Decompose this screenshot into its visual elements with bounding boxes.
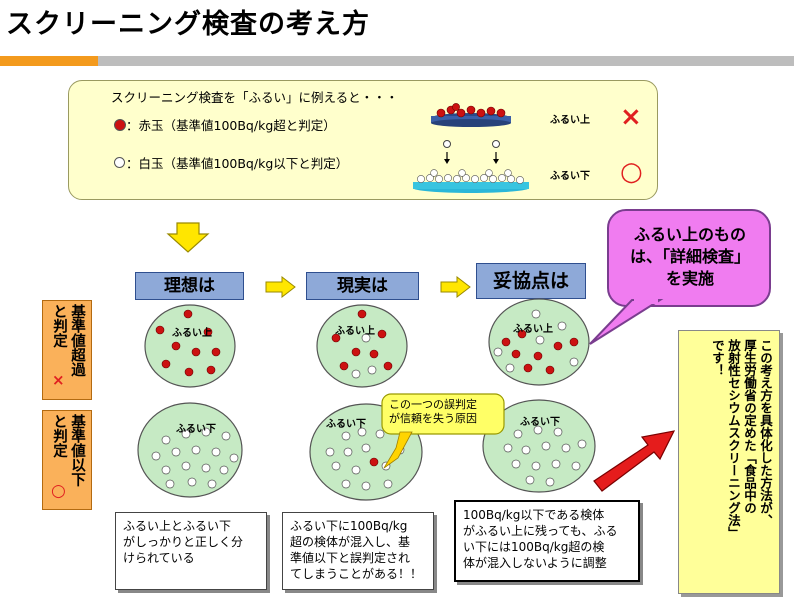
misjudgment-callout: この一つの誤判定 が信頼を失う原因 bbox=[389, 398, 477, 426]
side-label-over-limit-suffix: と判定 bbox=[51, 304, 67, 348]
title-rule bbox=[98, 56, 794, 66]
note-line: がしっかりと正しく分 bbox=[123, 535, 244, 549]
note-line: 100Bq/kg以下である検体 bbox=[463, 508, 605, 522]
circle-mark-icon: ○ bbox=[620, 157, 643, 187]
side-label-over-limit: 基準値超過 と判定 × bbox=[42, 300, 92, 400]
note-line: ふるい下に100Bq/kg bbox=[290, 519, 408, 533]
column-header-ideal: 理想は bbox=[135, 272, 244, 300]
note-line: けられている bbox=[123, 551, 195, 565]
right-arrow-icon bbox=[440, 276, 471, 298]
note-line: 体が混入しないように調整 bbox=[463, 556, 607, 570]
title-accent-bar bbox=[0, 56, 98, 66]
detailed-inspection-callout-shape bbox=[589, 209, 771, 345]
analogy-heading: スクリーニング検査を「ふるい」に例えると・・・ bbox=[111, 90, 399, 105]
circle-mark-icon: ○ bbox=[51, 481, 66, 501]
screening-method-text: この考え方を具体化した方法が、 厚生労働省の定めた「食品中の 放射性セシウムスク… bbox=[709, 339, 773, 539]
red-arrow-icon bbox=[593, 430, 676, 492]
screening-method-line: 厚生労働省の定めた「食品中の bbox=[742, 339, 757, 514]
screening-method-line: 放射性セシウムスクリーニング法」 bbox=[726, 339, 741, 539]
sieve-illustration bbox=[413, 103, 529, 193]
column-header-compromise: 妥協点は bbox=[476, 263, 586, 299]
circle-label-above: ふるい上 bbox=[513, 324, 553, 335]
callout-line: を実施 bbox=[665, 269, 714, 288]
screening-method-line: この考え方を具体化した方法が、 bbox=[758, 339, 773, 527]
side-label-under-limit-suffix: と判定 bbox=[51, 414, 67, 458]
detailed-inspection-callout: ふるい上のもの は、「詳細検査」 を実施 bbox=[615, 224, 765, 290]
note-compromise: 100Bq/kg以下である検体 がふるい上に残っても、ふる い下には100Bq/… bbox=[454, 500, 640, 582]
circle-label-above: ふるい上 bbox=[172, 328, 212, 339]
column-header-reality: 現実は bbox=[306, 272, 419, 300]
screening-method-box: この考え方を具体化した方法が、 厚生労働省の定めた「食品中の 放射性セシウムスク… bbox=[678, 330, 780, 594]
cross-mark-icon: × bbox=[620, 102, 642, 132]
cross-mark-icon: × bbox=[52, 371, 65, 389]
note-reality: ふるい下に100Bq/kg 超の検体が混入し、基 準値以下と誤判定され てしまう… bbox=[282, 512, 434, 590]
misjudgment-callout-line: この一つの誤判定 bbox=[389, 398, 477, 411]
side-label-under-limit-text: 基準値以下 bbox=[69, 414, 85, 487]
red-ball-legend: ：赤玉（基準値100Bq/kg超と判定） bbox=[126, 118, 336, 133]
right-arrow-icon bbox=[265, 276, 296, 298]
circle-label-above: ふるい上 bbox=[335, 326, 375, 337]
circle-label-below: ふるい下 bbox=[326, 419, 366, 430]
note-line: ふるい上とふるい下 bbox=[123, 519, 232, 533]
screening-method-line: です！ bbox=[710, 339, 725, 377]
sieve-above-label: ふるい上 bbox=[550, 115, 590, 126]
note-line: がふるい上に残っても、ふる bbox=[463, 524, 618, 538]
sieve-below-label: ふるい下 bbox=[550, 171, 590, 182]
misjudgment-callout-shape bbox=[381, 393, 505, 469]
note-line: 準値以下と誤判定され bbox=[290, 551, 411, 565]
red-ball-icon bbox=[114, 119, 126, 131]
callout-line: は、「詳細検査」 bbox=[629, 247, 750, 266]
sieve-analogy-panel bbox=[68, 80, 658, 200]
page-title: スクリーニング検査の考え方 bbox=[6, 9, 370, 40]
down-arrow-icon bbox=[166, 222, 210, 253]
circle-label-below: ふるい下 bbox=[520, 417, 560, 428]
white-ball-icon bbox=[114, 157, 125, 168]
side-label-under-limit: 基準値以下 と判定 ○ bbox=[42, 410, 92, 510]
note-ideal: ふるい上とふるい下 がしっかりと正しく分 けられている bbox=[115, 512, 267, 590]
note-line: 超の検体が混入し、基 bbox=[290, 535, 411, 549]
note-line: てしまうことがある！！ bbox=[290, 567, 423, 581]
misjudgment-callout-line: が信頼を失う原因 bbox=[389, 412, 477, 425]
circle-label-below: ふるい下 bbox=[176, 424, 216, 435]
compromise-below-circle bbox=[482, 399, 596, 493]
callout-line: ふるい上のもの bbox=[633, 225, 746, 244]
side-label-over-limit-text: 基準値超過 bbox=[69, 304, 85, 377]
note-line: い下には100Bq/kg超の検 bbox=[463, 540, 605, 554]
white-ball-legend: ：白玉（基準値100Bq/kg以下と判定） bbox=[126, 156, 349, 171]
